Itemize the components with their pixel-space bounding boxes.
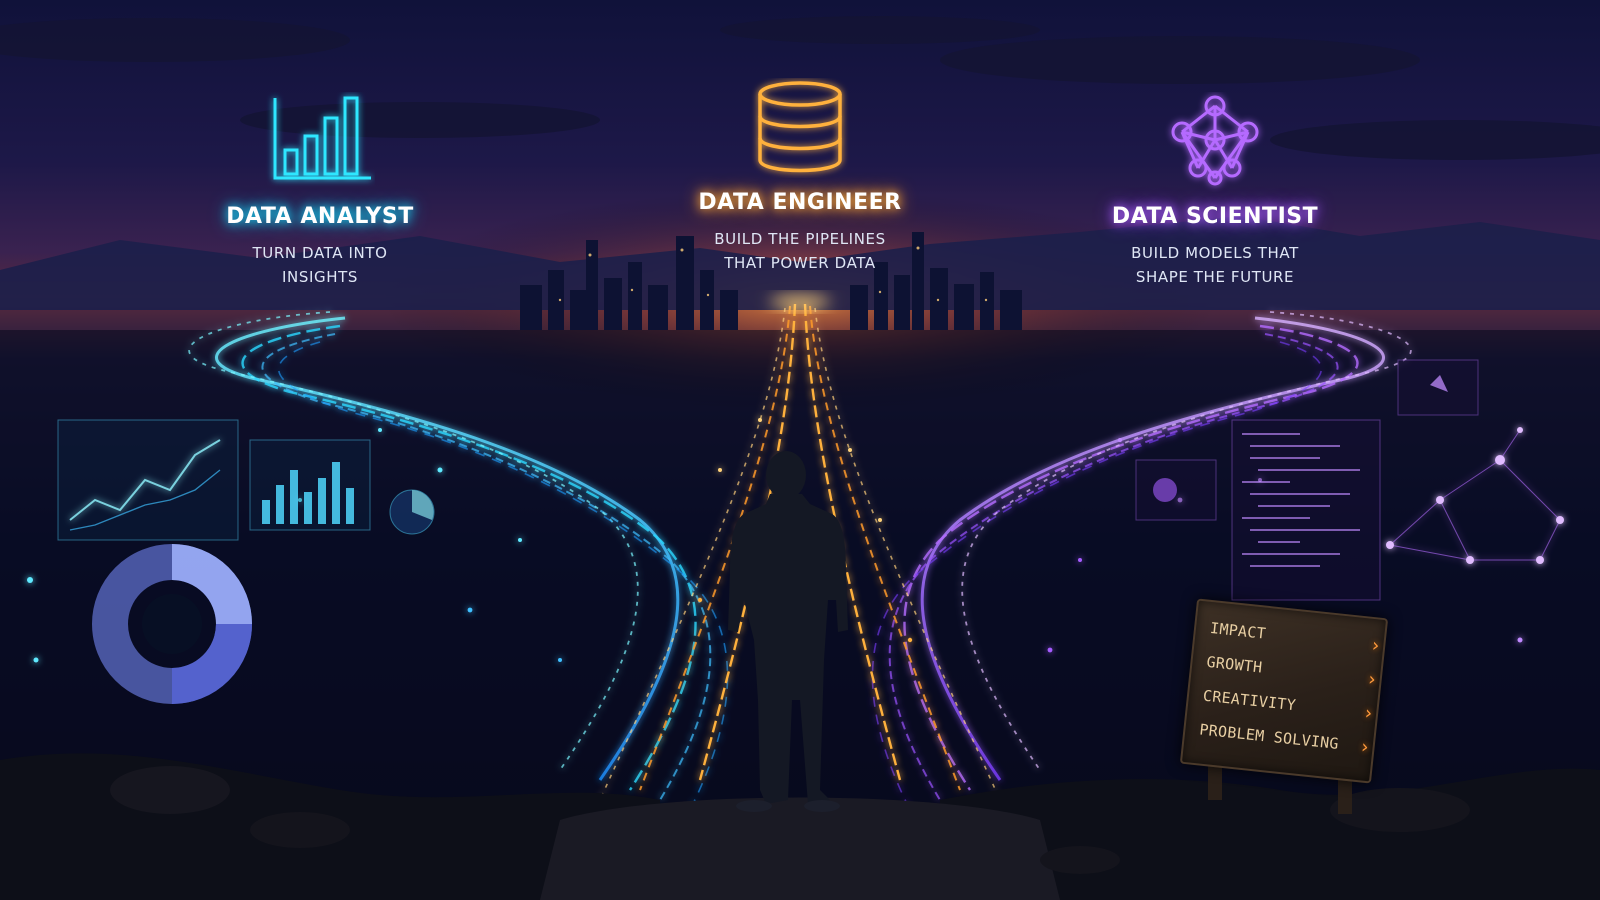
signpost-board: IMPACT › GROWTH › CREATIVITY › PROBLEM S… <box>1179 598 1389 784</box>
hologram-network-graph <box>1386 427 1564 564</box>
chevron-right-icon: › <box>1367 668 1377 690</box>
chevron-right-icon: › <box>1363 702 1374 724</box>
path-scientist: DATA SCIENTIST BUILD MODELS THAT SHAPE T… <box>1065 92 1365 289</box>
hologram-line-chart <box>57 419 239 541</box>
neural-network-icon <box>1171 95 1259 186</box>
signpost-item-label: CREATIVITY <box>1202 686 1297 715</box>
path-engineer-subtitle-line-2: THAT POWER DATA <box>724 254 876 272</box>
analyst-data-stream <box>188 311 729 811</box>
bar-chart-icon <box>273 96 371 180</box>
path-scientist-subtitle: BUILD MODELS THAT SHAPE THE FUTURE <box>1065 241 1365 289</box>
path-scientist-subtitle-line-1: BUILD MODELS THAT <box>1131 244 1299 262</box>
database-icon <box>758 81 842 173</box>
path-engineer-title: DATA ENGINEER <box>698 190 902 215</box>
hologram-code-panel <box>1231 419 1381 601</box>
path-analyst: DATA ANALYST TURN DATA INTO INSIGHTS <box>170 92 470 289</box>
path-analyst-subtitle-line-1: TURN DATA INTO <box>252 244 388 262</box>
chevron-right-icon: › <box>1370 634 1381 657</box>
path-scientist-title: DATA SCIENTIST <box>1111 204 1319 229</box>
path-scientist-subtitle-line-2: SHAPE THE FUTURE <box>1135 268 1295 286</box>
scientist-data-stream <box>871 311 1412 811</box>
signpost-item-label: GROWTH <box>1205 652 1264 677</box>
person-silhouette <box>728 451 848 812</box>
path-analyst-title: DATA ANALYST <box>226 204 414 229</box>
city-skyline <box>520 232 1022 330</box>
clouds <box>0 16 1600 160</box>
path-engineer: DATA ENGINEER BUILD THE PIPELINES THAT P… <box>650 78 950 275</box>
mountains <box>0 216 1600 310</box>
signpost-item-label: PROBLEM SOLVING <box>1198 720 1340 753</box>
chevron-right-icon: › <box>1360 735 1370 758</box>
city-lights <box>558 246 988 302</box>
signpost: IMPACT › GROWTH › CREATIVITY › PROBLEM S… <box>1179 598 1389 784</box>
hologram-bar-chart <box>249 439 371 531</box>
path-analyst-subtitle-line-2: INSIGHTS <box>282 268 358 286</box>
path-analyst-subtitle: TURN DATA INTO INSIGHTS <box>170 241 470 289</box>
hologram-pie-chart <box>389 489 435 535</box>
path-engineer-subtitle-line-1: BUILD THE PIPELINES <box>714 230 886 248</box>
data-particles <box>27 418 1523 663</box>
hologram-small-panel <box>1135 359 1479 521</box>
hologram-donut-chart <box>92 544 252 704</box>
engineer-stream-origin-glow <box>770 296 830 308</box>
foreground-terrain <box>0 753 1600 900</box>
signpost-item-label: IMPACT <box>1209 618 1267 643</box>
path-engineer-subtitle: BUILD THE PIPELINES THAT POWER DATA <box>650 227 950 275</box>
